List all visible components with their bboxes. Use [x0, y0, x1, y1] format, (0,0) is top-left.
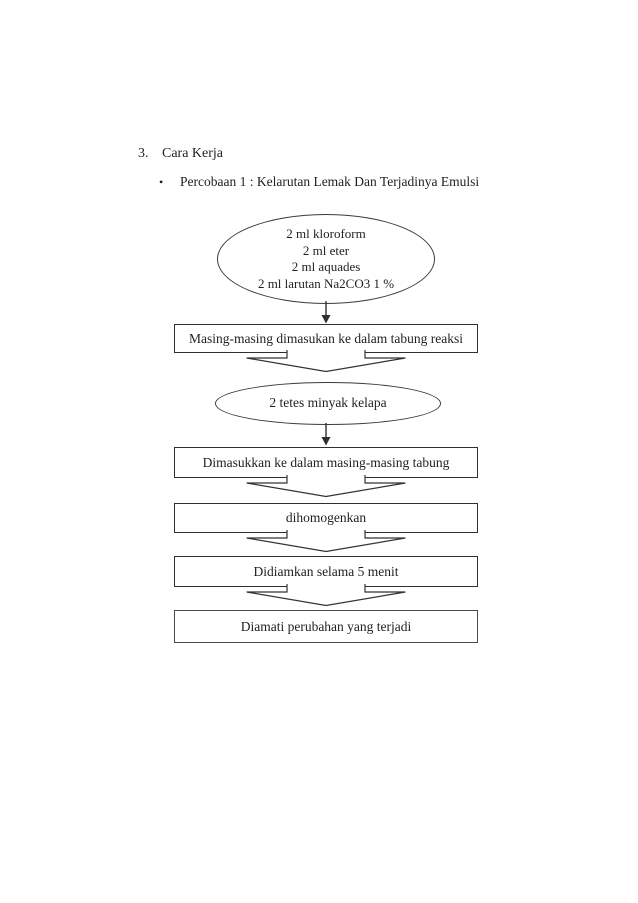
source-mix-line-4: 2 ml larutan Na2CO3 1 % — [257, 275, 395, 291]
flow-step-insert-tubes: Masing-masing dimasukan ke dalam tabung … — [174, 324, 478, 353]
flow-step-add-each-tube: Dimasukkan ke dalam masing-masing tabung — [174, 447, 478, 478]
chevron-down-connector-2 — [246, 475, 406, 498]
source-mix-line-2: 2 ml eter — [302, 242, 350, 258]
bullet-text: Percobaan 1 : Kelarutan Lemak Dan Terjad… — [180, 174, 480, 189]
section-heading: 3. Cara Kerja — [138, 146, 223, 162]
arrow-down-connector-1 — [321, 301, 331, 324]
section-title: Cara Kerja — [162, 146, 224, 161]
flow-step-homogenize: dihomogenkan — [174, 503, 478, 533]
flow-step-rest-5-min: Didiamkan selama 5 menit — [174, 556, 478, 587]
source-mix-line-1: 2 ml kloroform — [286, 226, 366, 241]
arrow-down-connector-2 — [321, 423, 331, 446]
bullet-marker: • — [159, 175, 164, 189]
flow-step-add-each-tube-label: Dimasukkan ke dalam masing-masing tabung — [202, 454, 450, 470]
bullet-item: • Percobaan 1 : Kelarutan Lemak Dan Terj… — [159, 174, 479, 190]
flow-node-coconut-oil: 2 tetes minyak kelapa — [215, 382, 441, 425]
flow-step-observe: Diamati perubahan yang terjadi — [174, 610, 478, 643]
source-mix-line-3: 2 ml aquades — [291, 259, 361, 274]
chevron-down-connector-3 — [246, 530, 406, 553]
flow-step-homogenize-label: dihomogenkan — [285, 510, 367, 525]
flow-step-insert-tubes-label: Masing-masing dimasukan ke dalam tabung … — [188, 330, 464, 346]
flow-step-rest-5-min-label: Didiamkan selama 5 menit — [253, 563, 399, 579]
section-number: 3. — [138, 146, 149, 161]
flow-node-coconut-oil-label: 2 tetes minyak kelapa — [269, 395, 387, 411]
flow-step-observe-label: Diamati perubahan yang terjadi — [240, 618, 412, 634]
flow-node-source-mix: 2 ml kloroform 2 ml eter 2 ml aquades 2 … — [217, 214, 435, 304]
chevron-down-connector-1 — [246, 350, 406, 373]
chevron-down-connector-4 — [246, 584, 406, 607]
